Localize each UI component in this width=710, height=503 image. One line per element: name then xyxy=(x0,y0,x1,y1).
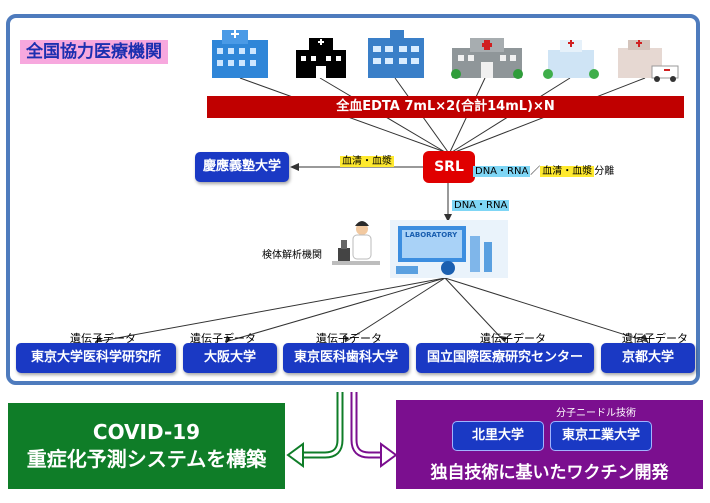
covid-line-1: COVID-19 xyxy=(92,420,201,444)
titech-box: 東京工業大学 xyxy=(550,421,652,451)
vaccine-label: 独自技術に基いたワクチン開発 xyxy=(430,463,669,483)
hospital-icon-6 xyxy=(618,40,679,82)
institution-univ-tokyo-ims: 東京大学医科学研究所 xyxy=(16,343,176,373)
gene-data-label-5: 遺伝子データ xyxy=(622,332,688,345)
covid-line-2: 重症化予測システムを構築 xyxy=(26,447,267,471)
hospital-icon-1 xyxy=(212,30,268,78)
hospital-icon-4 xyxy=(451,38,523,79)
institution-osaka-univ: 大阪大学 xyxy=(183,343,277,373)
gene-data-label-3: 遺伝子データ xyxy=(316,332,382,345)
covid-prediction-box: COVID-19 重症化予測システムを構築 xyxy=(8,403,285,489)
keio-university-box: 慶應義塾大学 xyxy=(195,152,289,182)
institution-kyoto-univ: 京都大学 xyxy=(601,343,695,373)
blood-sample-bar: 全血EDTA 7mL×2(合計14mL)×N xyxy=(207,96,684,118)
gene-data-label-2: 遺伝子データ xyxy=(190,332,256,345)
serum-label: 血清・血漿 xyxy=(340,156,394,167)
separation-label: DNA・RNA／血清・血漿分離 xyxy=(473,166,615,177)
dna-rna-down-label: DNA・RNA xyxy=(452,200,510,211)
institution-ncgm: 国立国際医療研究センター xyxy=(416,343,594,373)
gene-data-label-1: 遺伝子データ xyxy=(70,332,136,345)
gene-data-label-4: 遺伝子データ xyxy=(480,332,546,345)
hospital-icon-5 xyxy=(543,40,599,79)
kitasato-univ-box: 北里大学 xyxy=(452,421,544,451)
lab-screen-label: LABORATORY xyxy=(405,231,458,239)
page-title: 全国協力医療機関 xyxy=(20,40,168,64)
srl-box: SRL xyxy=(423,151,475,183)
specimen-lab-label: 検体解析機関 xyxy=(262,250,322,261)
hospital-icon-3 xyxy=(368,30,424,78)
institution-tmdu: 東京医科歯科大学 xyxy=(283,343,409,373)
needle-tech-label: 分子ニードル技術 xyxy=(556,408,636,419)
hospital-icon-2 xyxy=(296,38,346,78)
